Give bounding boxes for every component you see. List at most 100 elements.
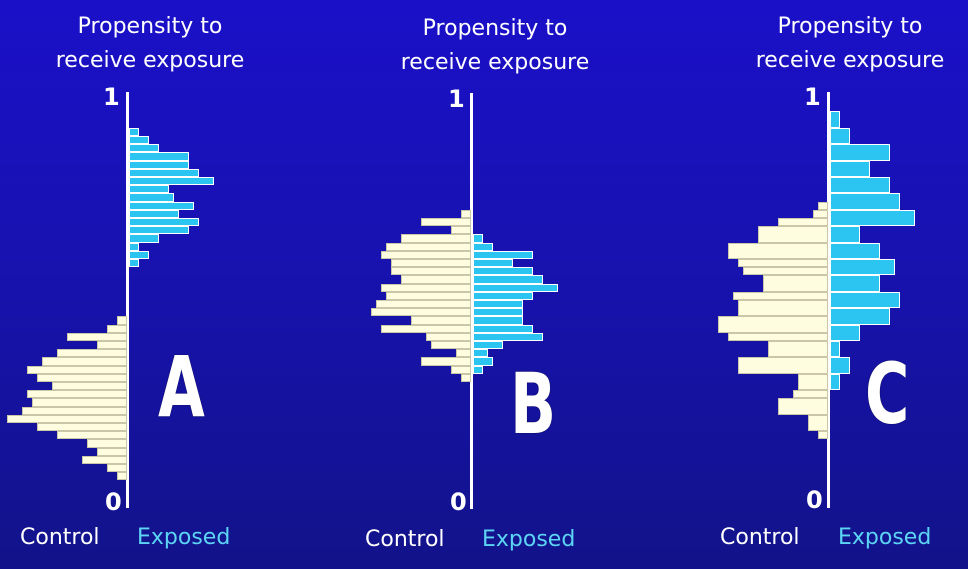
panel-title: Propensity to receive exposure: [0, 10, 300, 78]
exposed-bar: [830, 111, 840, 128]
control-bar: [97, 341, 127, 350]
exposed-bar: [830, 209, 915, 227]
control-bar: [798, 373, 828, 391]
exposed-bar: [830, 341, 840, 358]
tick-top: 1: [448, 85, 465, 113]
control-bar: [42, 357, 127, 366]
control-bar: [421, 218, 471, 227]
control-bar: [743, 267, 828, 276]
panel-a: Propensity to receive exposure 1 0 A Con…: [0, 0, 300, 569]
legend-exposed: Exposed: [482, 527, 576, 552]
control-bar: [808, 414, 828, 432]
exposed-bar: [129, 218, 199, 227]
legend-control: Control: [20, 525, 100, 550]
panel-letter: B: [510, 355, 557, 453]
exposed-bar: [129, 242, 139, 251]
control-bar: [431, 341, 471, 350]
control-bar: [32, 398, 127, 407]
panel-c: Propensity to receive exposure 1 0 C Con…: [700, 0, 968, 569]
control-bar: [381, 324, 471, 333]
title-line-2: receive exposure: [755, 48, 945, 73]
axis-line: [126, 92, 129, 508]
exposed-bar: [473, 332, 543, 341]
control-bar: [768, 341, 828, 358]
exposed-bar: [129, 185, 169, 194]
exposed-bar: [129, 136, 149, 145]
control-bar: [778, 218, 828, 227]
axis-line: [470, 93, 473, 509]
control-bar: [421, 357, 471, 366]
exposed-bar: [473, 283, 558, 292]
control-bar: [818, 201, 828, 210]
exposed-bar: [129, 259, 139, 268]
exposed-bar: [129, 234, 159, 243]
exposed-bar: [830, 259, 895, 276]
exposed-bar: [129, 144, 159, 153]
control-bar: [456, 349, 471, 358]
control-bar: [117, 472, 127, 481]
exposed-bar: [830, 193, 900, 210]
exposed-bar: [473, 300, 523, 309]
exposed-bar: [830, 324, 860, 341]
control-bar: [461, 373, 471, 382]
control-bar: [37, 373, 127, 382]
control-bar: [738, 300, 828, 317]
control-bar: [728, 332, 828, 341]
legend-exposed: Exposed: [137, 525, 231, 550]
exposed-bar: [473, 357, 493, 366]
exposed-bar: [830, 160, 870, 177]
control-bar: [27, 390, 127, 399]
exposed-bar: [129, 127, 139, 136]
exposed-bar: [830, 275, 880, 292]
legend-control: Control: [365, 527, 445, 552]
exposed-bar: [473, 259, 513, 268]
exposed-bar: [473, 242, 493, 251]
control-bar: [391, 267, 471, 276]
exposed-bar: [129, 193, 174, 202]
title-line-2: receive exposure: [400, 50, 590, 75]
exposed-bar: [473, 291, 533, 300]
control-bar: [451, 365, 471, 374]
control-bar: [461, 209, 471, 218]
control-bar: [451, 226, 471, 235]
exposed-bar: [129, 250, 149, 259]
control-bar: [82, 455, 127, 464]
control-bar: [738, 259, 828, 268]
tick-bottom: 0: [450, 488, 467, 516]
exposed-bar: [830, 226, 860, 243]
control-bar: [391, 259, 471, 268]
exposed-bar: [830, 177, 890, 194]
exposed-bar: [473, 234, 483, 243]
control-bar: [371, 308, 471, 317]
title-line-1: Propensity to: [422, 16, 568, 41]
control-bar: [758, 226, 828, 243]
control-bar: [793, 390, 828, 399]
exposed-bar: [129, 201, 194, 210]
panel-title: Propensity to receive exposure: [345, 12, 645, 80]
exposed-bar: [473, 250, 533, 259]
control-bar: [57, 349, 127, 358]
control-bar: [381, 283, 471, 292]
title-line-1: Propensity to: [77, 14, 223, 39]
exposed-bar: [473, 341, 503, 350]
control-bar: [107, 324, 127, 333]
exposed-bar: [473, 267, 533, 276]
exposed-bar: [129, 152, 189, 161]
control-bar: [728, 242, 828, 259]
tick-bottom: 0: [806, 486, 823, 514]
exposed-bar: [830, 291, 900, 309]
control-bar: [52, 382, 127, 391]
control-bar: [57, 431, 127, 440]
exposed-bar: [830, 127, 850, 145]
panel-letter: C: [865, 345, 910, 443]
control-bar: [718, 316, 828, 333]
control-bar: [386, 242, 471, 251]
control-bar: [386, 291, 471, 300]
exposed-bar: [473, 275, 543, 284]
panel-letter: A: [158, 338, 205, 436]
exposed-bar: [129, 226, 189, 235]
exposed-bar: [129, 177, 214, 186]
control-bar: [7, 414, 127, 423]
control-bar: [401, 234, 471, 243]
exposed-bar: [473, 324, 533, 333]
